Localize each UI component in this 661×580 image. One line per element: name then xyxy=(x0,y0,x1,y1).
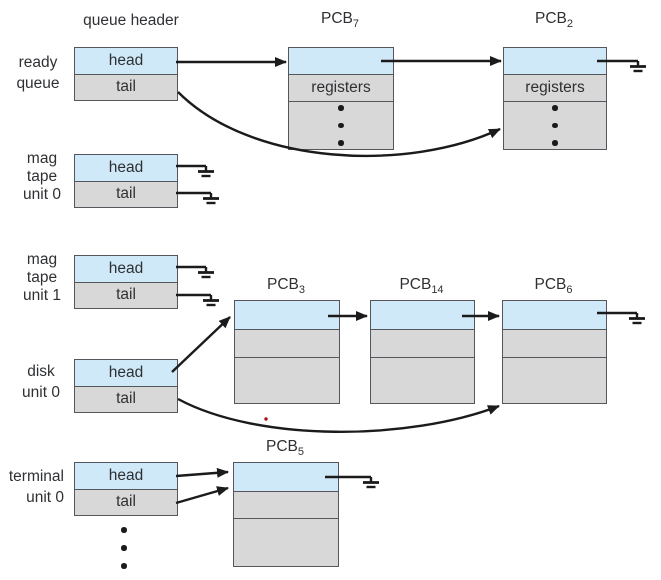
pcb5-null-pointer-icon xyxy=(363,477,379,489)
pcb14-row2-cell xyxy=(371,329,474,357)
queue-header-label: queue header xyxy=(83,12,179,29)
pcb14-box xyxy=(370,300,475,404)
terminal-unit0-box: head tail xyxy=(74,462,178,516)
disk-unit0-label: disk unit 0 xyxy=(22,363,60,401)
pcb3-box xyxy=(234,300,340,404)
pcb14-label: PCB14 xyxy=(399,276,444,297)
pcb6-row2-cell xyxy=(503,329,606,357)
ready-queue-label: ready queue xyxy=(16,54,60,92)
pcb7-ellipsis-icon xyxy=(338,99,344,152)
mag1-tail-null-pointer-icon xyxy=(203,295,219,307)
more-queues-ellipsis-icon xyxy=(121,527,127,569)
arrow-terminal-tail-to-pcb5 xyxy=(175,486,229,505)
pcb5-row2-cell xyxy=(234,491,338,518)
terminal-tail-cell: tail xyxy=(75,488,177,515)
pcb6-null-pointer-icon xyxy=(629,313,645,325)
pcb2-label: PCB2 xyxy=(535,10,573,31)
pcb3-row2-cell xyxy=(235,329,339,357)
pcb6-link-cell xyxy=(503,301,606,329)
pcb14-body-cell xyxy=(371,357,474,403)
mag-tape-unit1-box: head tail xyxy=(74,255,178,309)
ready-head-cell: head xyxy=(75,48,177,74)
pcb3-body-cell xyxy=(235,357,339,403)
disk-head-cell: head xyxy=(75,360,177,386)
pcb7-box: registers xyxy=(288,47,394,150)
pcb14-link-cell xyxy=(371,301,474,329)
arrow-disk-head-to-pcb3 xyxy=(171,316,231,373)
pcb6-box xyxy=(502,300,607,404)
mag1-tail-cell: tail xyxy=(75,281,177,308)
pcb3-link-cell xyxy=(235,301,339,329)
ready-queue-box: head tail xyxy=(74,47,178,101)
pcb6-body-cell xyxy=(503,357,606,403)
mag0-head-cell: head xyxy=(75,155,177,181)
pcb6-label: PCB6 xyxy=(534,276,573,297)
mag-tape-unit1-label: mag tape unit 1 xyxy=(23,251,61,304)
mag1-head-cell: head xyxy=(75,256,177,282)
pcb2-box: registers xyxy=(503,47,607,150)
pcb2-link-cell xyxy=(504,48,606,74)
disk-tail-cell: tail xyxy=(75,385,177,412)
pcb2-ellipsis-icon xyxy=(552,99,558,152)
mag0-tail-null-pointer-icon xyxy=(203,193,219,205)
pcb2-registers-cell: registers xyxy=(504,74,606,101)
pcb7-label: PCB7 xyxy=(321,10,359,31)
ready-tail-cell: tail xyxy=(75,73,177,100)
pcb7-body-cell xyxy=(289,101,393,149)
mag1-head-null-pointer-icon xyxy=(198,267,214,279)
pcb3-label: PCB3 xyxy=(267,276,305,297)
pcb2-null-pointer-icon xyxy=(630,61,646,73)
disk-unit0-box: head tail xyxy=(74,359,178,413)
terminal-unit0-label: terminal unit 0 xyxy=(8,468,64,506)
mag0-head-null-pointer-icon xyxy=(198,166,214,178)
pcb7-registers-cell: registers xyxy=(289,74,393,101)
pcb5-label: PCB5 xyxy=(266,438,304,459)
pcb7-link-cell xyxy=(289,48,393,74)
terminal-head-cell: head xyxy=(75,463,177,489)
stray-red-dot xyxy=(264,417,268,421)
pcb2-body-cell xyxy=(504,101,606,149)
pcb5-box xyxy=(233,462,339,567)
mag0-tail-cell: tail xyxy=(75,180,177,207)
arrow-terminal-head-to-pcb5 xyxy=(175,467,229,478)
pcb5-link-cell xyxy=(234,463,338,491)
mag-tape-unit0-box: head tail xyxy=(74,154,178,208)
mag-tape-unit0-label: mag tape unit 0 xyxy=(23,150,61,203)
pcb5-body-cell xyxy=(234,518,338,566)
